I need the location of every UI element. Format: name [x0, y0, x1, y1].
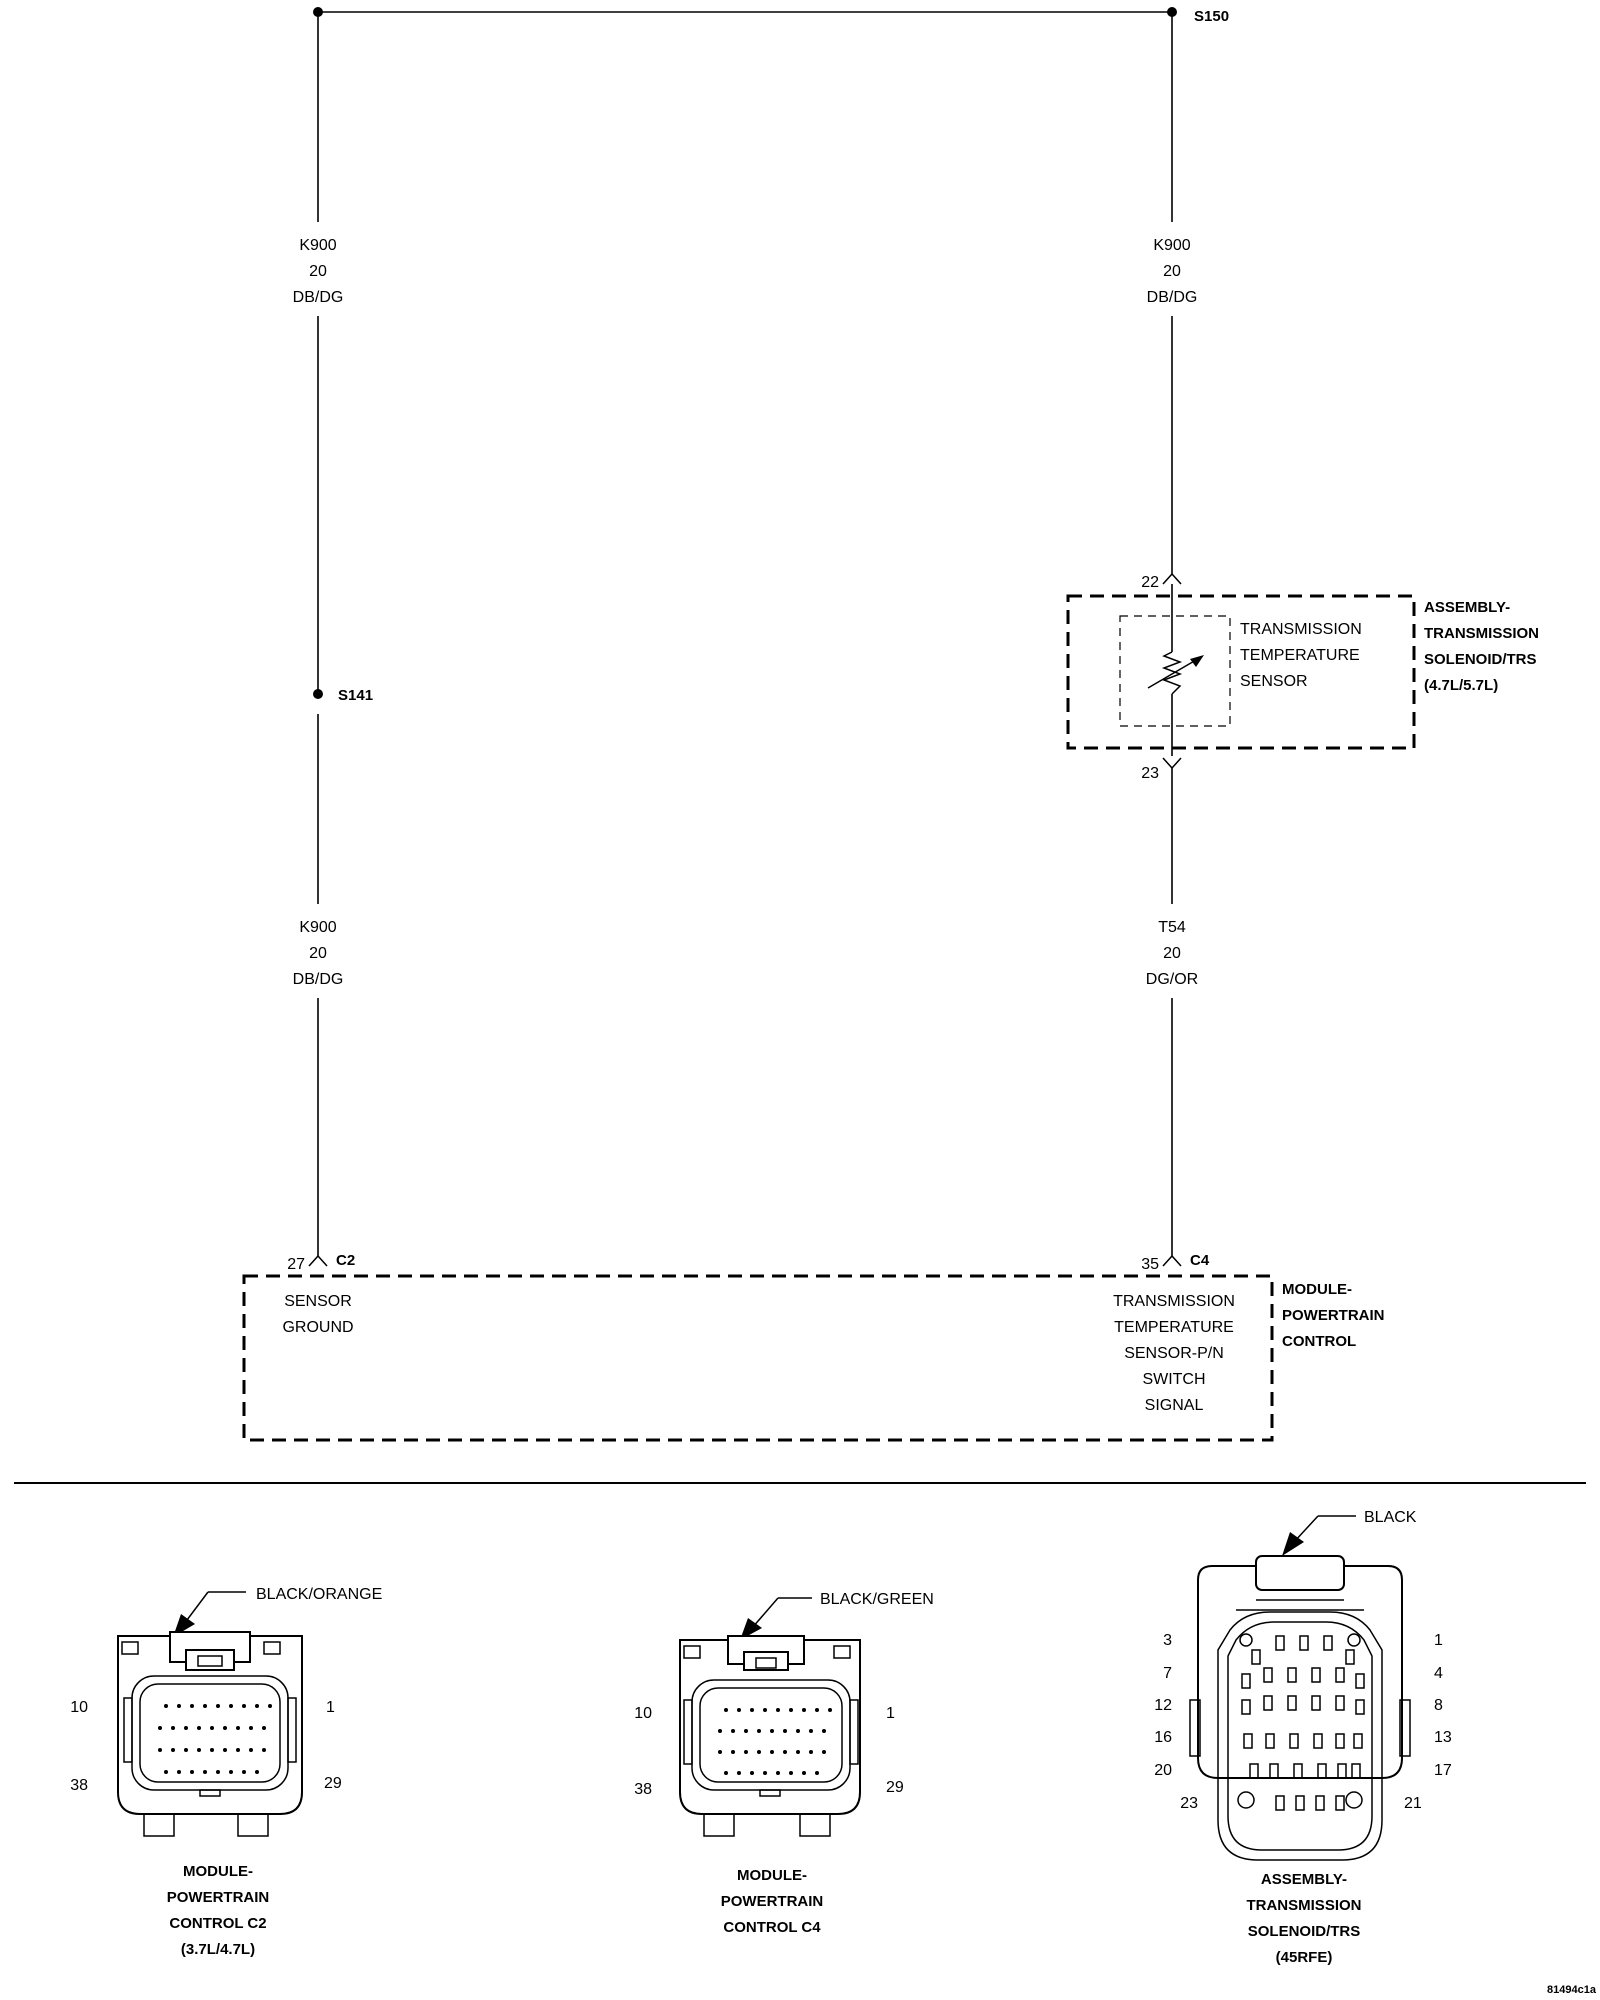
connector-symbol-c2: [308, 1254, 328, 1267]
c4-pin-10: 10: [634, 1705, 652, 1722]
wire-gauge-right-top: 20: [1163, 263, 1181, 280]
c2-pin-1: 1: [326, 1699, 335, 1716]
trs-pin-20: 20: [1154, 1762, 1172, 1779]
wire-id-left-bottom: K900: [299, 919, 336, 936]
wire-color-right-top: DB/DG: [1147, 289, 1198, 306]
assembly-label-line-3: SOLENOID/TRS: [1424, 651, 1537, 668]
c4-pin-1: 1: [886, 1705, 895, 1722]
powertrain-control-module: SENSOR GROUND TRANSMISSION TEMPERATURE S…: [242, 1274, 1385, 1442]
pcm-left-label-line-2: GROUND: [282, 1319, 353, 1336]
splice-dot-s141: [313, 689, 323, 699]
wire-gauge-left-bottom: 20: [309, 945, 327, 962]
terminal-grid-trs: [1237, 1633, 1365, 1811]
c2-pin-10: 10: [70, 1699, 88, 1716]
left-wire: K900 20 DB/DG S141 K900 20 DB/DG 27 C2: [287, 12, 373, 1273]
connector-view-c4: BLACK/GREEN 10 1 38 29 MODULE- POWERTRAI…: [634, 1591, 934, 1936]
pcm-module-label-line-2: POWERTRAIN: [1282, 1307, 1385, 1324]
c2-pin-29: 29: [324, 1775, 342, 1792]
sensor-label-line-2: TEMPERATURE: [1240, 647, 1360, 664]
connector-symbol-c4: [1162, 1254, 1182, 1267]
pcm-left-label-line-1: SENSOR: [284, 1293, 352, 1310]
splice-bus: S150: [313, 7, 1229, 25]
connector-symbol-pin-23: [1162, 757, 1182, 770]
transmission-solenoid-assembly: TRANSMISSION TEMPERATURE SENSOR ASSEMBLY…: [1066, 594, 1539, 750]
c2-caption-line-1: MODULE-: [183, 1863, 253, 1880]
connector-view-trs: BLACK 3 7 12 16 20 23 1 4 8 13 17 21: [1154, 1509, 1452, 1966]
trs-pin-16: 16: [1154, 1729, 1172, 1746]
assembly-dashed-box: [1066, 594, 1416, 750]
leader-arrow-icon: [1282, 1532, 1304, 1556]
c4-caption-line-1: MODULE-: [737, 1867, 807, 1884]
sensor-label-line-1: TRANSMISSION: [1240, 621, 1362, 638]
pcm-dashed-box: [242, 1274, 1274, 1442]
splice-label-s141: S141: [338, 687, 373, 704]
c2-caption-line-4: (3.7L/4.7L): [181, 1941, 255, 1958]
c4-caption-line-2: POWERTRAIN: [721, 1893, 824, 1910]
wire-id-right-top: K900: [1153, 237, 1190, 254]
trs-pin-1: 1: [1434, 1632, 1443, 1649]
c4-pin-38: 38: [634, 1781, 652, 1798]
trs-pin-21: 21: [1404, 1795, 1422, 1812]
pcm-pin-35: 35: [1141, 1256, 1159, 1273]
wire-gauge-right-bottom: 20: [1163, 945, 1181, 962]
pcm-right-label-line-2: TEMPERATURE: [1114, 1319, 1234, 1336]
leader-arrow-icon: [740, 1618, 762, 1640]
trs-pin-13: 13: [1434, 1729, 1452, 1746]
connector-view-c2: BLACK/ORANGE 10 1 38 29 MODULE- POWERTRA…: [70, 1586, 382, 1958]
pcm-module-label-line-1: MODULE-: [1282, 1281, 1352, 1298]
pcm-right-label-line-5: SIGNAL: [1145, 1397, 1204, 1414]
pcm-right-label-line-3: SENSOR-P/N: [1124, 1345, 1224, 1362]
c2-caption-line-2: POWERTRAIN: [167, 1889, 270, 1906]
pin-grid-c4: [718, 1708, 832, 1775]
connector-label-c2: C2: [336, 1252, 355, 1269]
splice-label-s150: S150: [1194, 8, 1229, 25]
connector-symbol-pin-22: [1162, 572, 1182, 585]
wire-id-right-bottom: T54: [1158, 919, 1186, 936]
pcm-pin-27: 27: [287, 1256, 305, 1273]
wire-color-left-bottom: DB/DG: [293, 971, 344, 988]
pcm-module-label-line-3: CONTROL: [1282, 1333, 1356, 1350]
trs-caption-line-4: (45RFE): [1276, 1949, 1333, 1966]
c4-pin-29: 29: [886, 1779, 904, 1796]
sensor-dashed-box: [1119, 615, 1231, 727]
c2-pin-38: 38: [70, 1777, 88, 1794]
thermistor-resistor-icon: [1161, 651, 1183, 695]
connector-label-c4: C4: [1190, 1252, 1210, 1269]
wire-gauge-left-top: 20: [309, 263, 327, 280]
pin-grid-c2: [158, 1704, 272, 1774]
connector-color-c4: BLACK/GREEN: [820, 1591, 934, 1608]
trs-pin-17: 17: [1434, 1762, 1452, 1779]
connector-color-trs: BLACK: [1364, 1509, 1417, 1526]
assembly-label-line-2: TRANSMISSION: [1424, 625, 1539, 642]
variable-arrow-icon: [1190, 655, 1204, 667]
wire-color-right-bottom: DG/OR: [1146, 971, 1198, 988]
assembly-label-line-4: (4.7L/5.7L): [1424, 677, 1498, 694]
trs-caption-line-1: ASSEMBLY-: [1261, 1871, 1347, 1888]
sensor-pin-22: 22: [1141, 574, 1159, 591]
trs-pin-3: 3: [1163, 1632, 1172, 1649]
right-wire: K900 20 DB/DG 22 23 T54 20 DG/OR 35 C4: [1141, 12, 1210, 1273]
wire-color-left-top: DB/DG: [293, 289, 344, 306]
c2-caption-line-3: CONTROL C2: [169, 1915, 266, 1932]
wire-id-left-top: K900: [299, 237, 336, 254]
trs-pin-8: 8: [1434, 1697, 1443, 1714]
pcm-right-label-line-4: SWITCH: [1142, 1371, 1205, 1388]
trs-caption-line-3: SOLENOID/TRS: [1248, 1923, 1361, 1940]
figure-id: 81494c1a: [1547, 1984, 1597, 1996]
sensor-pin-23: 23: [1141, 765, 1159, 782]
c4-caption-line-3: CONTROL C4: [723, 1919, 821, 1936]
trs-pin-7: 7: [1163, 1665, 1172, 1682]
sensor-label-line-3: SENSOR: [1240, 673, 1308, 690]
pcm-right-label-line-1: TRANSMISSION: [1113, 1293, 1235, 1310]
connector-color-c2: BLACK/ORANGE: [256, 1586, 382, 1603]
trs-pin-4: 4: [1434, 1665, 1443, 1682]
assembly-label-line-1: ASSEMBLY-: [1424, 599, 1510, 616]
trs-pin-12: 12: [1154, 1697, 1172, 1714]
trs-caption-line-2: TRANSMISSION: [1246, 1897, 1361, 1914]
trs-pin-23: 23: [1180, 1795, 1198, 1812]
